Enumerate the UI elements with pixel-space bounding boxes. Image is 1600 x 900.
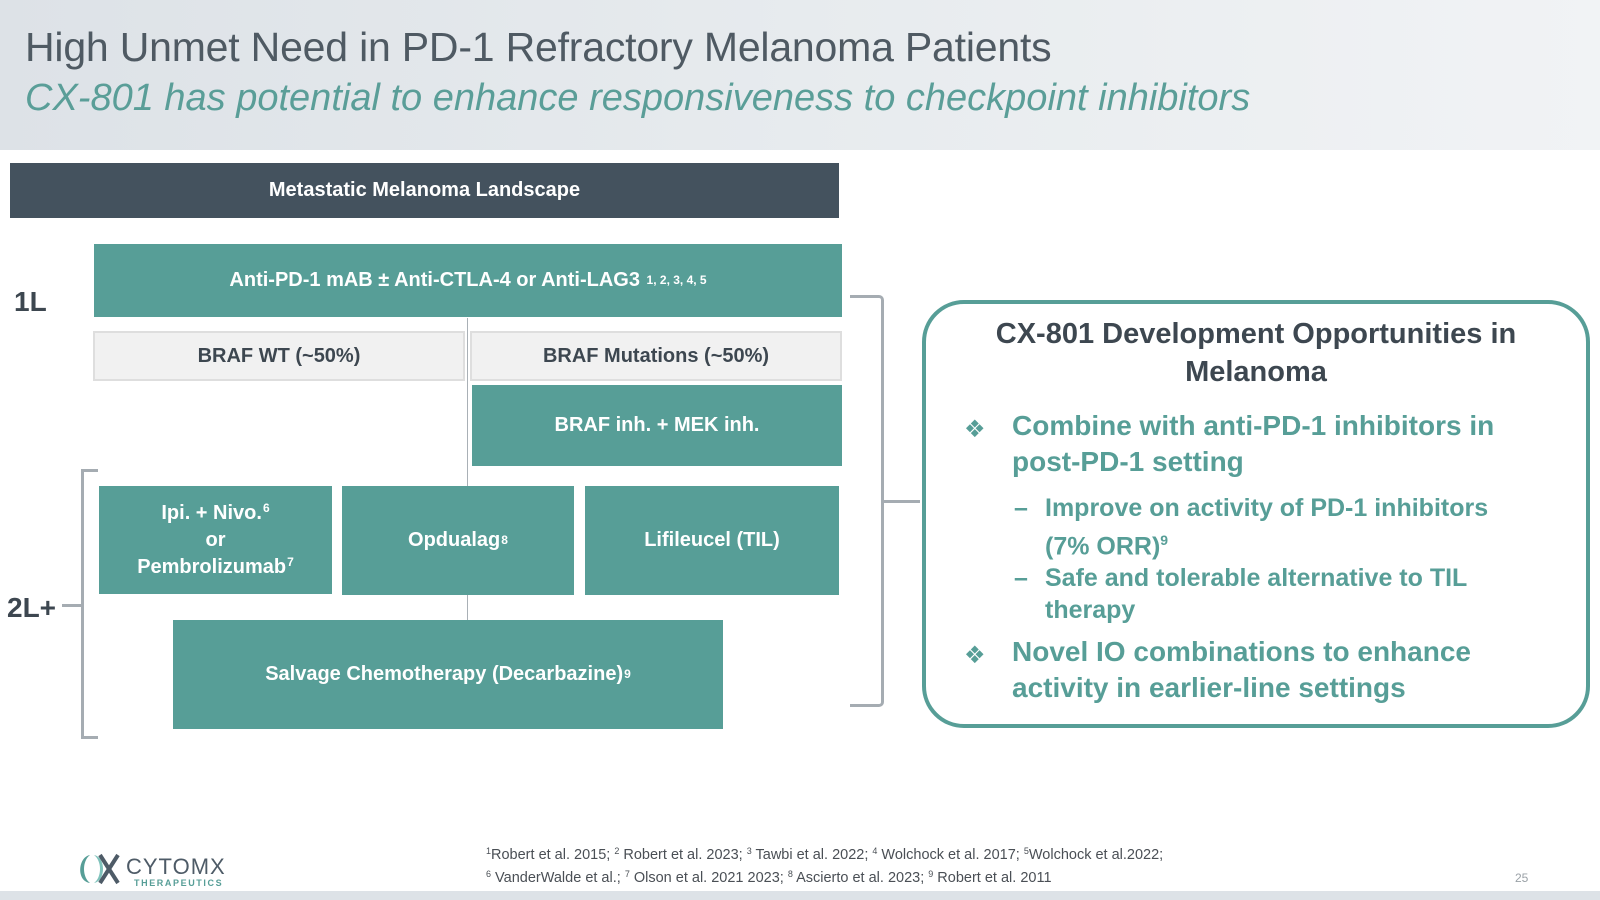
right-bracket-tick <box>884 500 920 503</box>
first-line-therapy-text: Anti-PD-1 mAB ± Anti-CTLA-4 or Anti-LAG3 <box>229 269 640 291</box>
bullet-item: ❖ Novel IO combinations to enhance activ… <box>964 636 1471 703</box>
ipi-nivo-pembro-box: Ipi. + Nivo.6 or Pembrolizumab7 <box>99 486 332 594</box>
page-subtitle: CX-801 has potential to enhance responsi… <box>25 77 1251 119</box>
lifileucel-box: Lifileucel (TIL) <box>585 486 839 595</box>
line-label-1l: 1L <box>14 286 47 317</box>
sub-bullet-item: – Safe and tolerable alternative to TIL … <box>1014 564 1467 624</box>
references-line-2: 6 VanderWalde et al.; 7 Olson et al. 202… <box>486 869 1052 886</box>
braf-mek-inhibitor-box: BRAF inh. + MEK inh. <box>472 385 842 466</box>
references-line-1: 1Robert et al. 2015; 2 Robert et al. 202… <box>486 846 1164 863</box>
left-bracket-2l <box>81 469 98 739</box>
pembrolizumab-line: Pembrolizumab7 <box>137 554 294 578</box>
first-line-therapy-refs: 1, 2, 3, 4, 5 <box>646 273 707 288</box>
footer-strip <box>0 891 1600 900</box>
left-bracket-tick <box>62 604 81 607</box>
bullet-item: ❖ Combine with anti-PD-1 inhibitors in p… <box>964 410 1495 477</box>
cytomx-logo-icon <box>80 853 120 885</box>
page-title: High Unmet Need in PD-1 Refractory Melan… <box>25 24 1052 70</box>
braf-mutations-box: BRAF Mutations (~50%) <box>470 331 842 381</box>
logo-wordmark: CYTOMX <box>126 854 226 879</box>
references: 1Robert et al. 2015; 2 Robert et al. 202… <box>486 842 1163 888</box>
ipi-nivo-line: Ipi. + Nivo.6 <box>161 500 270 524</box>
landscape-heading: Metastatic Melanoma Landscape <box>10 163 839 218</box>
dash-icon: – <box>1014 494 1028 522</box>
first-line-therapy-box: Anti-PD-1 mAB ± Anti-CTLA-4 or Anti-LAG3… <box>94 244 842 317</box>
logo-subtext: THERAPEUTICS <box>134 878 224 888</box>
cx801-opportunities-panel: CX-801 Development Opportunities in Mela… <box>922 300 1590 728</box>
ipi-or-line: or <box>205 528 226 551</box>
bullet-diamond-icon: ❖ <box>964 642 986 669</box>
dash-icon: – <box>1014 564 1028 592</box>
cytomx-logo: CYTOMX THERAPEUTICS <box>72 851 242 891</box>
line-label-2l: 2L+ <box>7 592 57 623</box>
sub-bullet-item: – Improve on activity of PD-1 inhibitors… <box>1014 494 1489 561</box>
bullet-diamond-icon: ❖ <box>964 416 986 443</box>
divider-line <box>467 318 468 621</box>
panel-title: CX-801 Development Opportunities in Mela… <box>995 318 1517 388</box>
braf-wt-box: BRAF WT (~50%) <box>93 331 465 381</box>
salvage-chemotherapy-box: Salvage Chemotherapy (Decarbazine)9 <box>173 620 723 729</box>
page-number: 25 <box>1515 871 1529 885</box>
header-band: High Unmet Need in PD-1 Refractory Melan… <box>0 0 1600 150</box>
right-bracket <box>850 295 884 707</box>
